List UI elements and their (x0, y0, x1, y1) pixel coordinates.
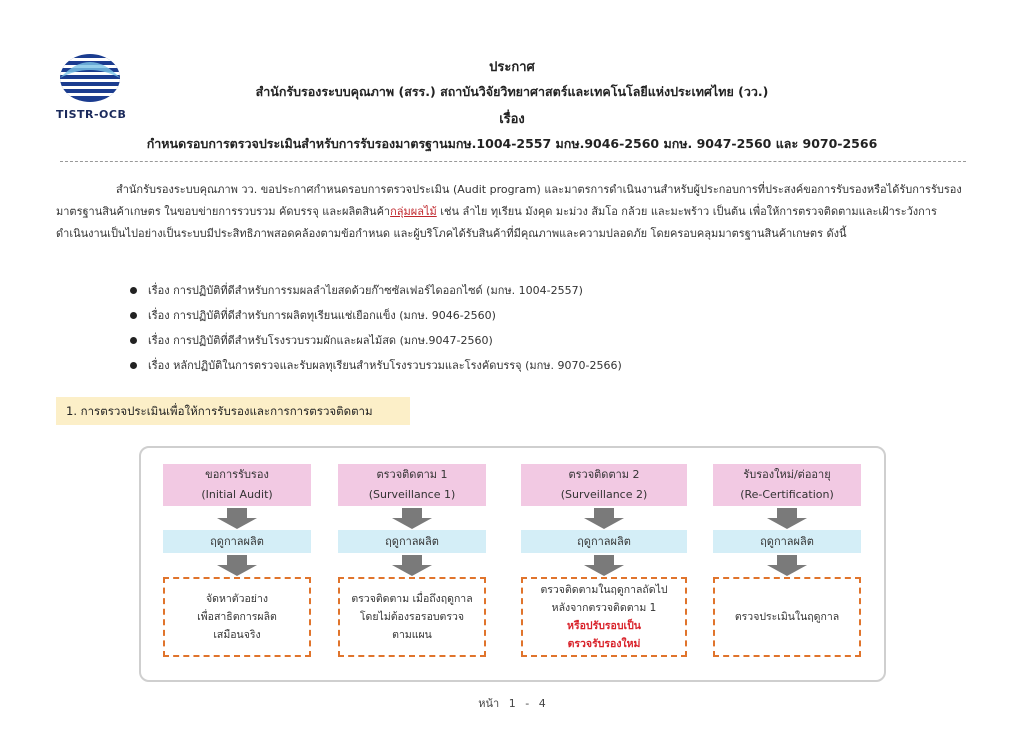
highlight-text: หรือปรับรอบเป็น (567, 620, 641, 632)
stage-box: ตรวจติดตาม 2 (Surveillance 2) (521, 464, 687, 506)
season-box: ฤดูกาลผลิต (163, 530, 311, 553)
stage-box: ขอการรับรอง (Initial Audit) (163, 464, 311, 506)
intro-paragraph: สำนักรับรองระบบคุณภาพ วว. ขอประกาศกำหนดร… (56, 179, 968, 245)
announcement-title: ประกาศ (489, 60, 535, 75)
season-box: ฤดูกาลผลิต (521, 530, 687, 553)
list-item: เรื่อง หลักปฏิบัติในการตรวจและรับผลทุเรี… (130, 353, 622, 378)
stage-box: ตรวจติดตาม 1 (Surveillance 1) (338, 464, 486, 506)
stage-box: รับรองใหม่/ต่ออายุ (Re-Certification) (713, 464, 861, 506)
down-arrow-icon (338, 506, 486, 530)
list-item: เรื่อง การปฏิบัติที่ดีสำหรับโรงรวบรวมผัก… (130, 328, 622, 353)
down-arrow-icon (163, 553, 311, 577)
flow-column-surveillance-2: ตรวจติดตาม 2 (Surveillance 2) ฤดูกาลผลิต… (521, 464, 687, 657)
highlight-text: ตรวจรับรองใหม่ (567, 638, 641, 650)
standards-list: เรื่อง การปฏิบัติที่ดีสำหรับการรมผลลำไยส… (130, 278, 622, 378)
tistr-logo-icon (60, 54, 120, 102)
description-box: ตรวจติดตามในฤดูกาลถัดไป หลังจากตรวจติดตา… (521, 577, 687, 657)
down-arrow-icon (713, 506, 861, 530)
intro-underline-text: กลุ่มผลไม้ (390, 205, 437, 218)
down-arrow-icon (163, 506, 311, 530)
flow-column-initial-audit: ขอการรับรอง (Initial Audit) ฤดูกาลผลิต จ… (163, 464, 311, 657)
bullet-icon (130, 337, 137, 344)
flow-column-surveillance-1: ตรวจติดตาม 1 (Surveillance 1) ฤดูกาลผลิต… (338, 464, 486, 657)
page-number: หน้า 1 - 4 (478, 697, 546, 710)
down-arrow-icon (521, 553, 687, 577)
bullet-icon (130, 362, 137, 369)
flow-column-recertification: รับรองใหม่/ต่ออายุ (Re-Certification) ฤด… (713, 464, 861, 657)
down-arrow-icon (713, 553, 861, 577)
down-arrow-icon (338, 553, 486, 577)
header-divider (60, 161, 966, 162)
description-box: ตรวจประเมินในฤดูกาล (713, 577, 861, 657)
list-item: เรื่อง การปฏิบัติที่ดีสำหรับการรมผลลำไยส… (130, 278, 622, 303)
season-box: ฤดูกาลผลิต (338, 530, 486, 553)
subject-label: เรื่อง (499, 112, 525, 127)
down-arrow-icon (521, 506, 687, 530)
intro-text-1: สำนักรับรองระบบคุณภาพ วว. ขอประกาศกำหนดร… (56, 183, 962, 218)
subject-title: กำหนดรอบการตรวจประเมินสำหรับการรับรองมาต… (146, 136, 878, 151)
bullet-icon (130, 287, 137, 294)
bullet-icon (130, 312, 137, 319)
organization-name: สำนักรับรองระบบคุณภาพ (สรร.) สถาบันวิจัย… (255, 84, 769, 99)
season-box: ฤดูกาลผลิต (713, 530, 861, 553)
description-box: ตรวจติดตาม เมื่อถึงฤดูกาล โดยไม่ต้องรอรอ… (338, 577, 486, 657)
section-heading: 1. การตรวจประเมินเพื่อให้การรับรองและการ… (56, 397, 410, 425)
audit-flow-diagram: ขอการรับรอง (Initial Audit) ฤดูกาลผลิต จ… (139, 446, 886, 682)
description-box: จัดหาตัวอย่าง เพื่อสาธิตการผลิต เสมือนจร… (163, 577, 311, 657)
intro-text-2: เช่น ลำไย ทุเรียน มังคุด มะม่วง ส้มโอ กล… (56, 205, 937, 240)
list-item: เรื่อง การปฏิบัติที่ดีสำหรับการผลิตทุเรี… (130, 303, 622, 328)
logo-text: TISTR-OCB (56, 108, 127, 121)
